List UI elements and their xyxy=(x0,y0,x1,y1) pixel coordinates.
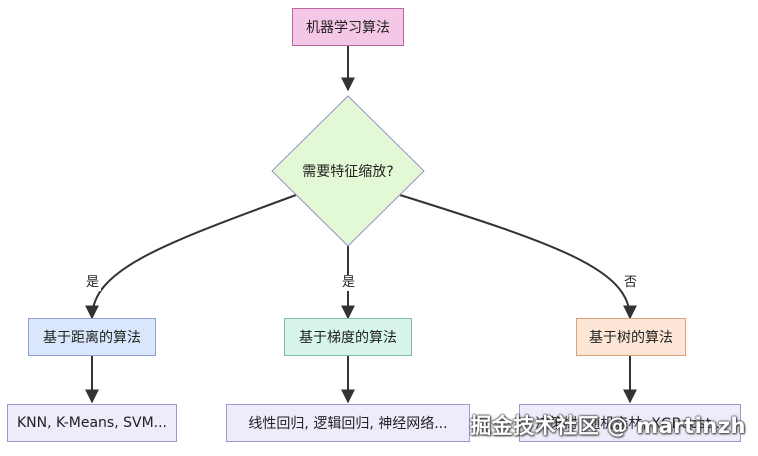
edge-decision-to-distance xyxy=(85,194,297,320)
node-label: 机器学习算法 xyxy=(306,20,390,36)
node-tree-examples: 决策树, 随机森林, XGBoost... xyxy=(519,404,741,442)
node-label: 基于梯度的算法 xyxy=(299,330,397,346)
node-label: KNN, K-Means, SVM... xyxy=(16,415,168,431)
edge-label-distance: 是 xyxy=(84,275,102,291)
edge-label-gradient: 是 xyxy=(340,275,358,291)
node-label: 决策树, 随机森林, XGBoost... xyxy=(535,416,725,432)
node-label: 线性回归, 逻辑回归, 神经网络... xyxy=(248,416,448,432)
node-label: 基于距离的算法 xyxy=(43,330,141,346)
edge-decision-to-tree xyxy=(399,194,637,320)
decision-label: 需要特征缩放? xyxy=(302,164,394,180)
node-gradient-examples: 线性回归, 逻辑回归, 神经网络... xyxy=(226,404,470,442)
node-label: 基于树的算法 xyxy=(589,330,673,346)
node-distance-based-algorithms: 基于距离的算法 xyxy=(28,318,156,356)
watermark: 掘金技术社区 @ martinzh xyxy=(470,414,746,438)
edge-label-tree: 否 xyxy=(622,275,640,291)
node-distance-examples: KNN, K-Means, SVM... xyxy=(7,404,177,442)
node-gradient-based-algorithms: 基于梯度的算法 xyxy=(284,318,412,356)
node-tree-based-algorithms: 基于树的算法 xyxy=(576,318,686,356)
decision-diamond xyxy=(271,95,425,247)
node-feature-scaling-question: 需要特征缩放? xyxy=(272,156,424,186)
node-machine-learning-algorithms: 机器学习算法 xyxy=(292,8,404,46)
